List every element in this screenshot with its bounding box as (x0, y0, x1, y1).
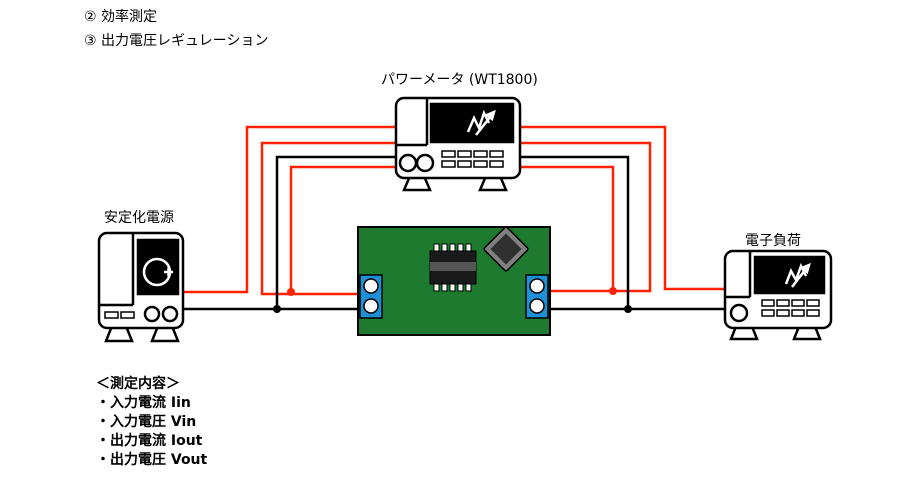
wire-meter-to-load-positive (520, 125, 725, 291)
power-meter-knob (415, 153, 435, 173)
wire-meter-vout-sense-negative (520, 155, 630, 309)
power-supply (97, 231, 185, 343)
wiring (183, 125, 725, 311)
input-terminal-screw (363, 278, 379, 294)
junctions (273, 287, 632, 313)
power-meter-knob (398, 153, 418, 173)
electronic-load-keypad (761, 299, 820, 317)
junction-dot (287, 288, 295, 296)
electronic-load-knob (729, 303, 749, 323)
power-meter-label: パワーメータ (WT1800) (381, 72, 538, 88)
header-item-efficiency: ② 効率測定 (84, 9, 158, 25)
output-terminal-screw (529, 278, 545, 294)
header-item-regulation: ③ 出力電圧レギュレーション (84, 33, 269, 49)
output-terminal-screw (529, 298, 545, 314)
wire-meter-vout-sense (520, 165, 615, 291)
measurement-item-iout: ・出力電流 Iout (96, 433, 203, 449)
power-meter-waveform-icon (466, 109, 496, 136)
electronic-load (723, 249, 833, 341)
power-meter (394, 96, 522, 192)
power-supply-terminal (161, 305, 179, 323)
power-supply-label: 安定化電源 (104, 210, 174, 226)
power-supply-dc-source-icon (142, 257, 173, 287)
junction-dot (624, 305, 632, 313)
junction-dot (273, 305, 281, 313)
ic-chip (429, 243, 477, 292)
dc-dc-board (357, 226, 551, 336)
wire-board-positive-to-meter (520, 141, 652, 293)
inductor (483, 226, 529, 272)
electronic-load-waveform-icon (784, 262, 811, 288)
power-meter-keypad (441, 150, 504, 168)
power-supply-button (104, 311, 119, 319)
input-terminal-screw (363, 298, 379, 314)
wire-meter-vin-sense-negative (275, 155, 396, 309)
wire-supply-positive-to-meter (183, 125, 396, 294)
measurement-title: ＜測定内容＞ (96, 376, 180, 392)
electronic-load-label: 電子負荷 (745, 233, 801, 249)
measurement-item-vin: ・入力電圧 Vin (96, 414, 197, 430)
measurement-item-iin: ・入力電流 Iin (96, 395, 191, 411)
power-supply-terminal (143, 305, 161, 323)
measurement-item-vout: ・出力電圧 Vout (96, 452, 208, 468)
wire-meter-to-board-positive (260, 141, 396, 296)
power-supply-button (120, 311, 135, 319)
junction-dot (609, 287, 617, 295)
wire-meter-vin-sense (289, 165, 396, 292)
